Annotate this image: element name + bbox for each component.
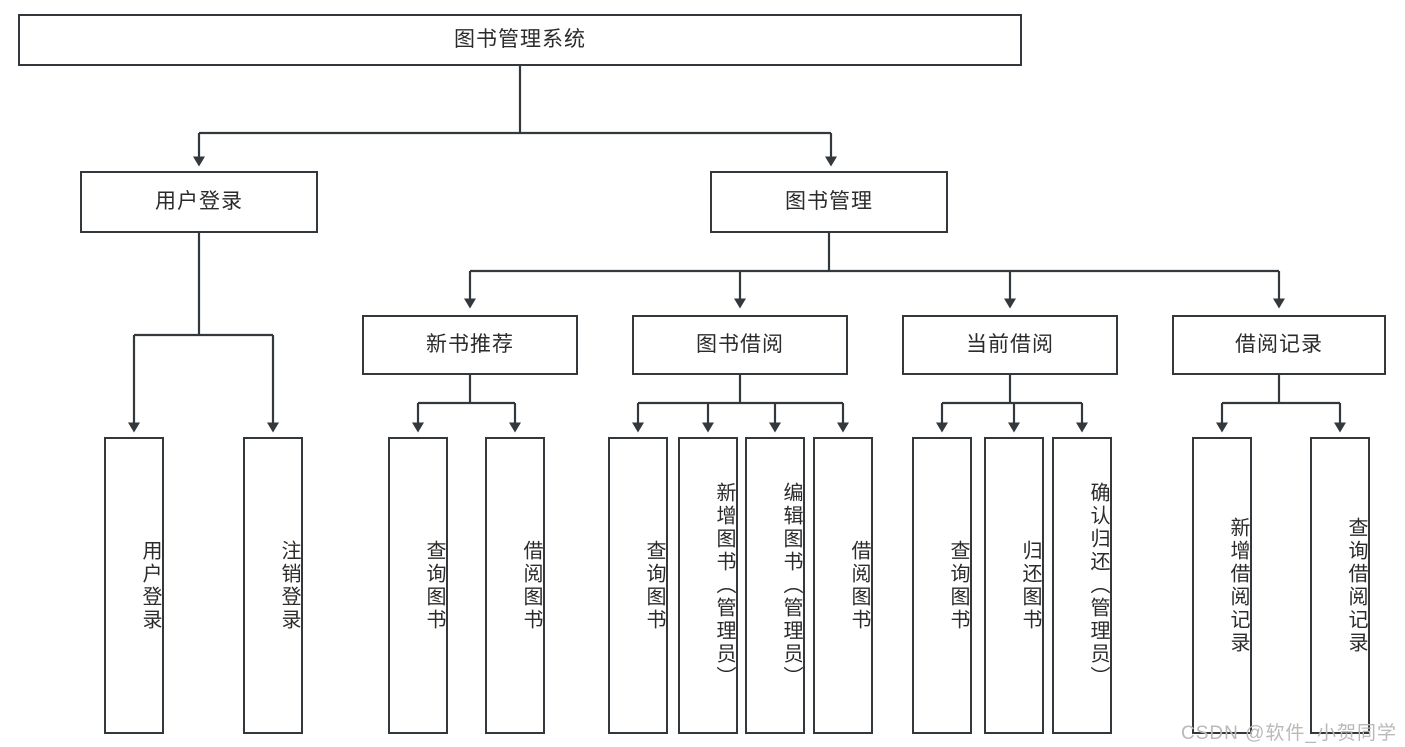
node-leaf-user-login-label: 用户登录 (139, 539, 161, 632)
node-leaf-confirm-return[interactable]: 确认归还（管理员） (1052, 437, 1112, 734)
node-leaf-query-record[interactable]: 查询借阅记录 (1310, 437, 1370, 734)
node-user-login[interactable]: 用户登录 (80, 171, 318, 233)
watermark: CSDN @软件_小贺同学 (1181, 723, 1397, 744)
node-leaf-return-book-label: 归还图书 (1019, 539, 1041, 632)
node-leaf-user-logout-label: 注销登录 (278, 539, 300, 632)
node-leaf-add-record[interactable]: 新增借阅记录 (1192, 437, 1252, 734)
node-leaf-query-record-label: 查询借阅记录 (1345, 516, 1367, 655)
node-leaf-borrow-book-2[interactable]: 借阅图书 (813, 437, 873, 734)
node-leaf-add-book[interactable]: 新增图书（管理员） (678, 437, 738, 734)
node-leaf-user-logout[interactable]: 注销登录 (243, 437, 303, 734)
node-leaf-add-record-label: 新增借阅记录 (1227, 516, 1249, 655)
node-leaf-query-book-1[interactable]: 查询图书 (388, 437, 448, 734)
node-leaf-user-login[interactable]: 用户登录 (104, 437, 164, 734)
node-leaf-query-book-3[interactable]: 查询图书 (912, 437, 972, 734)
node-book-borrow[interactable]: 图书借阅 (632, 315, 848, 375)
node-new-book-recommend[interactable]: 新书推荐 (362, 315, 578, 375)
node-book-borrow-label: 图书借阅 (696, 333, 784, 357)
node-leaf-borrow-book-1[interactable]: 借阅图书 (485, 437, 545, 734)
node-current-borrow-label: 当前借阅 (966, 333, 1054, 357)
node-leaf-edit-book[interactable]: 编辑图书（管理员） (745, 437, 805, 734)
node-leaf-return-book[interactable]: 归还图书 (984, 437, 1044, 734)
node-root[interactable]: 图书管理系统 (18, 14, 1022, 66)
node-user-login-label: 用户登录 (155, 190, 243, 214)
node-leaf-borrow-book-1-label: 借阅图书 (520, 539, 542, 632)
node-current-borrow[interactable]: 当前借阅 (902, 315, 1118, 375)
node-leaf-borrow-book-2-label: 借阅图书 (848, 539, 870, 632)
node-book-manage-label: 图书管理 (785, 190, 873, 214)
node-leaf-query-book-1-label: 查询图书 (423, 539, 445, 632)
node-book-manage[interactable]: 图书管理 (710, 171, 948, 233)
node-leaf-query-book-3-label: 查询图书 (947, 539, 969, 632)
node-leaf-query-book-2[interactable]: 查询图书 (608, 437, 668, 734)
node-leaf-add-book-label: 新增图书（管理员） (713, 482, 735, 689)
node-new-book-recommend-label: 新书推荐 (426, 333, 514, 357)
node-leaf-edit-book-label: 编辑图书（管理员） (780, 482, 802, 689)
node-leaf-confirm-return-label: 确认归还（管理员） (1087, 482, 1109, 689)
node-borrow-record-label: 借阅记录 (1235, 333, 1323, 357)
node-root-label: 图书管理系统 (454, 28, 586, 52)
node-leaf-query-book-2-label: 查询图书 (643, 539, 665, 632)
node-borrow-record[interactable]: 借阅记录 (1172, 315, 1386, 375)
